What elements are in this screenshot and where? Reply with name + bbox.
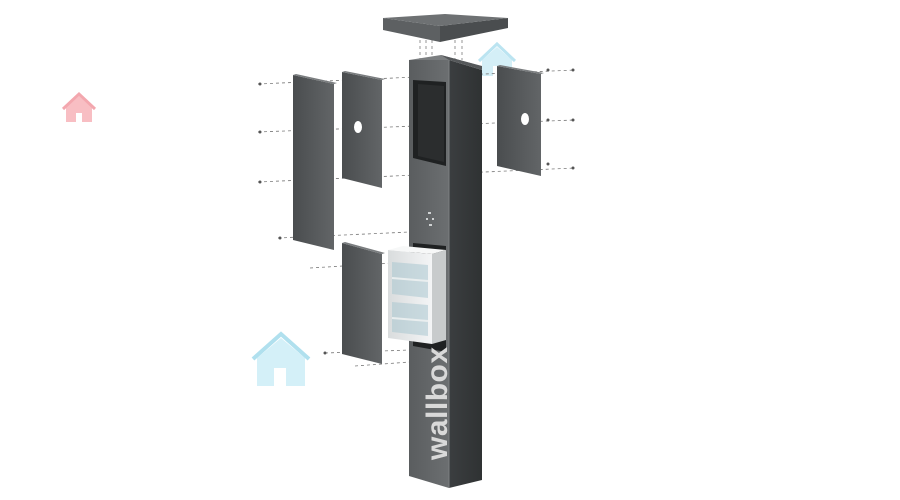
cable-hole bbox=[354, 121, 362, 133]
brand-logo: wallbox bbox=[421, 346, 454, 461]
home-icon bbox=[61, 91, 97, 122]
top-cap bbox=[383, 14, 508, 42]
home-icon bbox=[251, 331, 311, 386]
left-side-panel bbox=[293, 74, 337, 250]
right-side-panel bbox=[497, 65, 544, 176]
mount-marks bbox=[426, 212, 434, 226]
screw-icon bbox=[258, 68, 575, 355]
left-front-panel bbox=[342, 71, 385, 188]
lower-front-panel bbox=[342, 242, 385, 364]
breaker-box bbox=[388, 246, 446, 344]
cable-hole bbox=[521, 113, 529, 125]
